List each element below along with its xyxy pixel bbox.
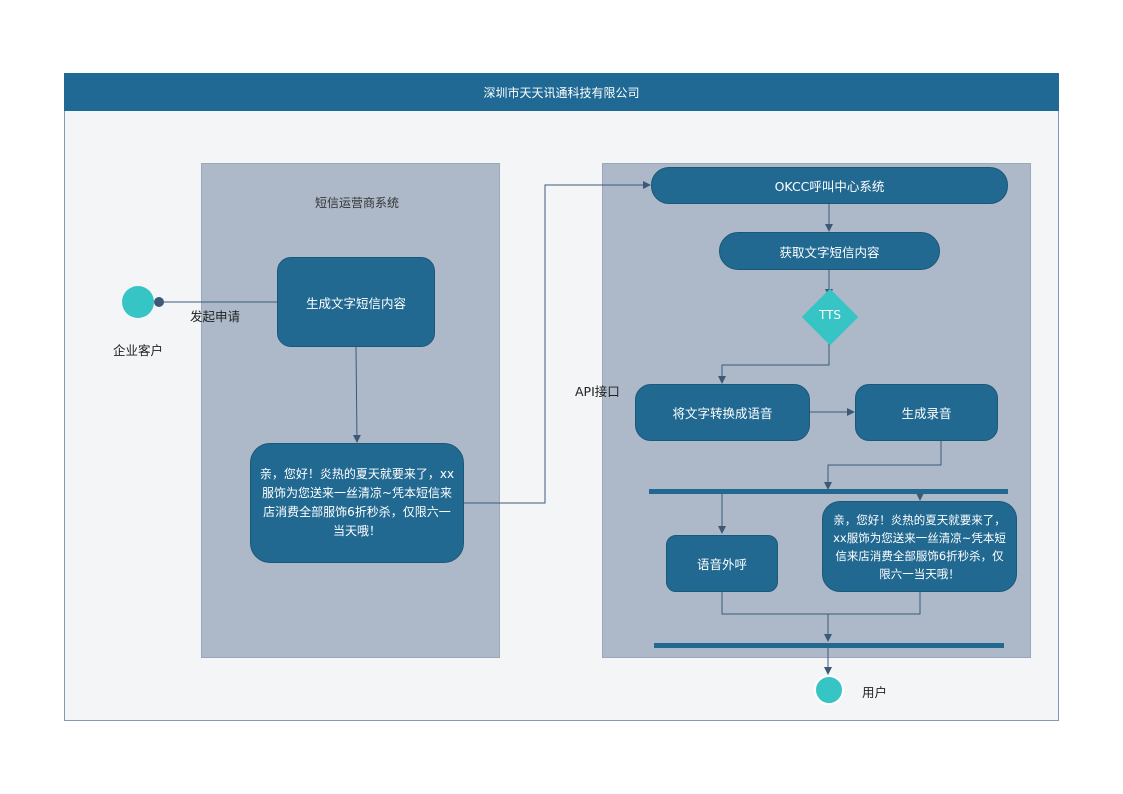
node-convert-to-voice: 将文字转换成语音 — [635, 384, 810, 441]
node-voice-outbound: 语音外呼 — [666, 535, 778, 592]
lane-sms-operator — [201, 163, 500, 658]
edge-label-request: 发起申请 — [190, 309, 241, 324]
start-node — [122, 286, 154, 318]
lane-sms-title: 短信运营商系统 — [315, 196, 400, 210]
edge-tts-to-convert — [718, 340, 830, 384]
start-port — [154, 297, 164, 307]
join-bar — [654, 643, 1004, 648]
actor-enterprise-customer: 企业客户 — [113, 343, 164, 358]
diagram-title: 深圳市天天讯通科技有限公司 — [64, 73, 1059, 111]
node-generate-recording: 生成录音 — [855, 384, 998, 441]
fork-bar — [649, 489, 1008, 494]
edge-join-lines — [721, 592, 921, 615]
edge-record-to-fork — [824, 441, 942, 490]
edge-generate-to-sms — [352, 346, 361, 443]
node-sms-content-right: 亲，您好！炎热的夏天就要来了，xx服饰为您送来一丝清凉~凭本短信来店消费全部服饰… — [822, 501, 1017, 592]
end-node — [814, 675, 844, 705]
node-sms-content-left: 亲，您好！炎热的夏天就要来了，xx服饰为您送来一丝清凉~凭本短信来店消费全部服饰… — [250, 443, 464, 563]
node-okcc-system: OKCC呼叫中心系统 — [651, 167, 1008, 204]
tts-label: TTS — [818, 308, 842, 322]
edge-api — [463, 181, 651, 504]
actor-user: 用户 — [862, 685, 888, 700]
node-fetch-sms: 获取文字短信内容 — [719, 232, 940, 270]
edge-label-api: API接口 — [575, 384, 620, 399]
node-generate-sms: 生成文字短信内容 — [277, 257, 435, 347]
